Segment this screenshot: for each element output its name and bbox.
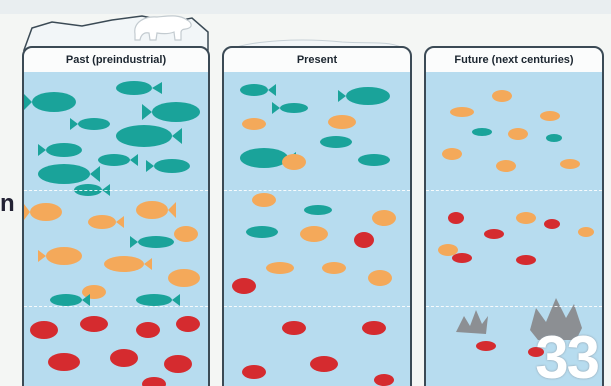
left-edge-letter: n [0, 190, 12, 226]
panel-present: Present [222, 46, 412, 386]
depth-divider [426, 190, 602, 191]
depth-divider [24, 306, 208, 307]
polar-bear-icon [127, 8, 197, 42]
panel-title: Future (next centuries) [424, 46, 604, 74]
fish-school [224, 72, 410, 386]
depth-divider [24, 190, 208, 191]
panel-title: Past (preindustrial) [22, 46, 210, 74]
depth-divider [224, 306, 410, 307]
panel-future: Future (next centuries) [424, 46, 604, 386]
ocean-column [22, 72, 210, 386]
fish-school [24, 72, 208, 386]
panel-past: Past (preindustrial) [22, 46, 210, 386]
ocean-column: 33 [424, 72, 604, 386]
depth-divider [224, 190, 410, 191]
page-number: 33 [535, 323, 598, 386]
depth-divider [426, 306, 602, 307]
ocean-column [222, 72, 412, 386]
panel-title: Present [222, 46, 412, 74]
